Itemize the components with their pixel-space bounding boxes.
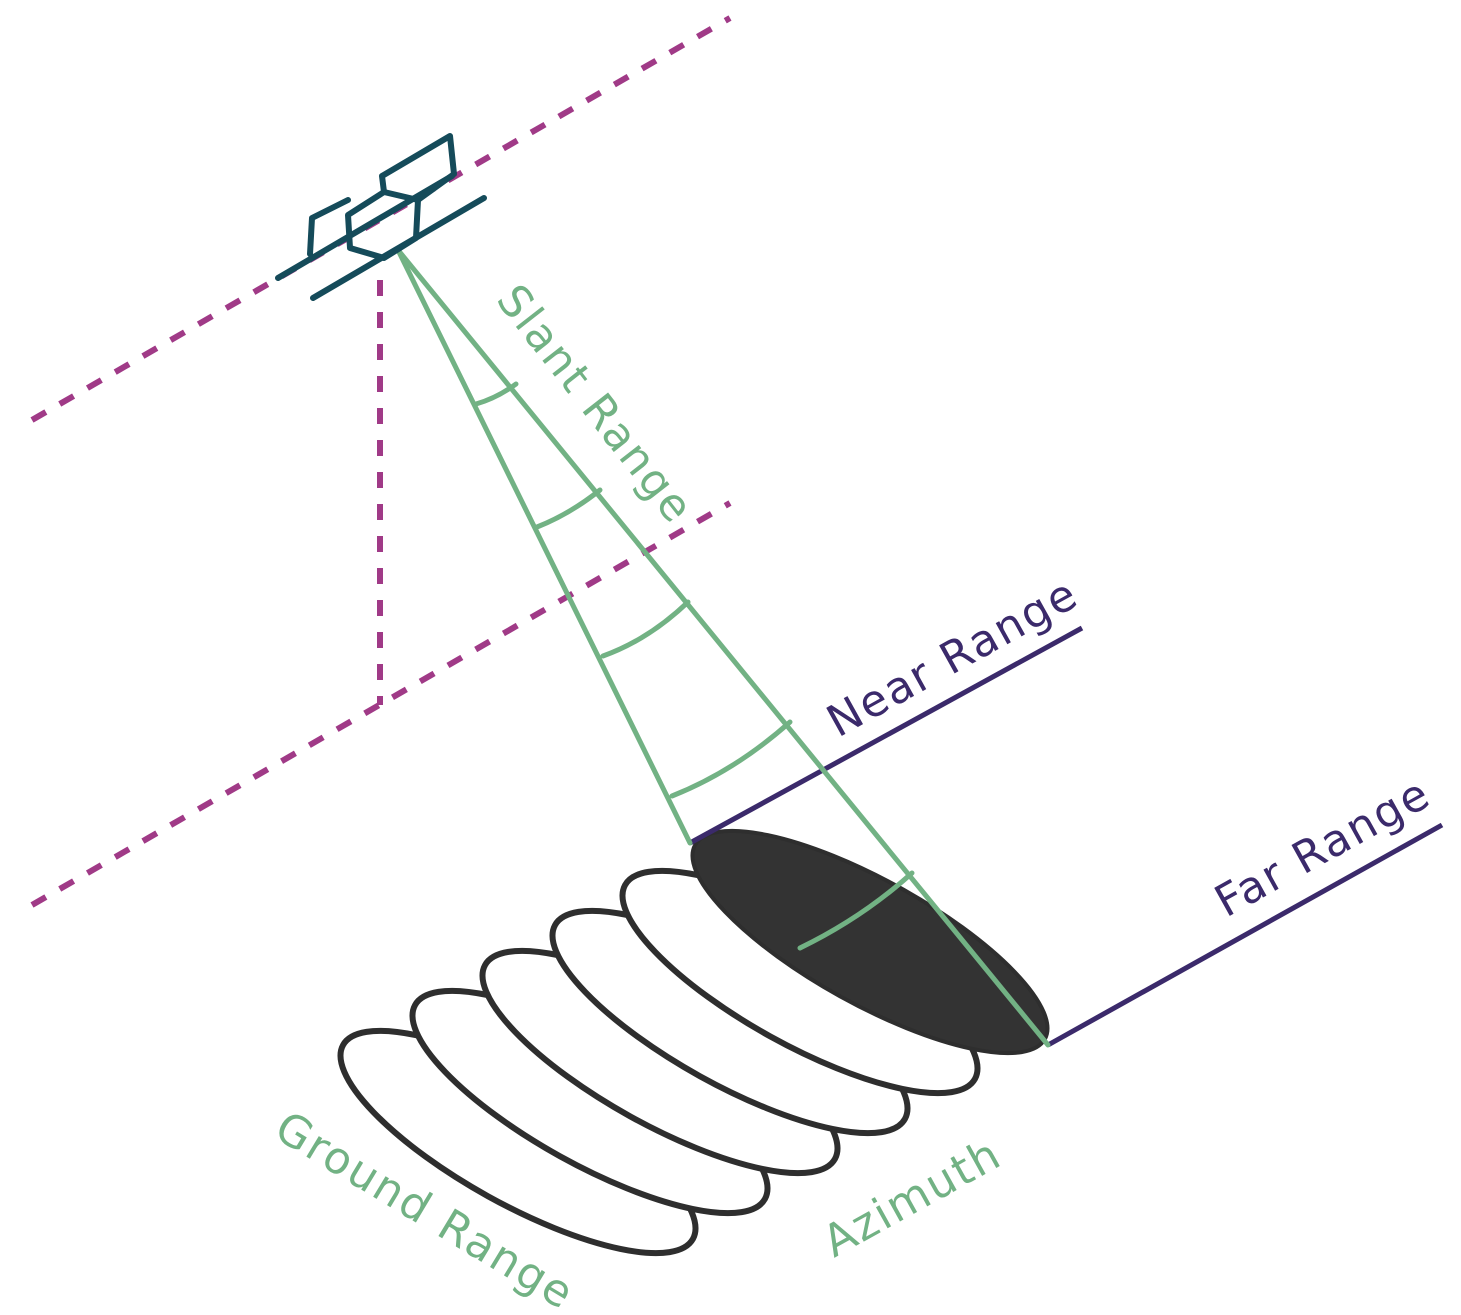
beam-edge-near bbox=[395, 247, 693, 846]
radar-beam bbox=[395, 247, 1051, 1048]
range-lines bbox=[688, 625, 1444, 1048]
beam-arc bbox=[669, 719, 793, 799]
azimuth-label: Azimuth bbox=[815, 1128, 1011, 1267]
far-range-line bbox=[1046, 822, 1444, 1048]
ground-track-lower bbox=[30, 500, 732, 908]
footprint-ellipses bbox=[337, 828, 1050, 1257]
beam-arc bbox=[473, 381, 519, 407]
flight-path-lines bbox=[30, 15, 732, 908]
flight-path-upper bbox=[30, 15, 732, 423]
beam-arc bbox=[534, 487, 603, 530]
near-range-line bbox=[688, 625, 1084, 846]
beam-edge-far bbox=[395, 247, 1051, 1048]
beam-arc bbox=[797, 870, 915, 951]
satellite-icon bbox=[275, 133, 487, 301]
near-range-label: Near Range bbox=[819, 568, 1087, 748]
beam-arc bbox=[600, 599, 691, 659]
